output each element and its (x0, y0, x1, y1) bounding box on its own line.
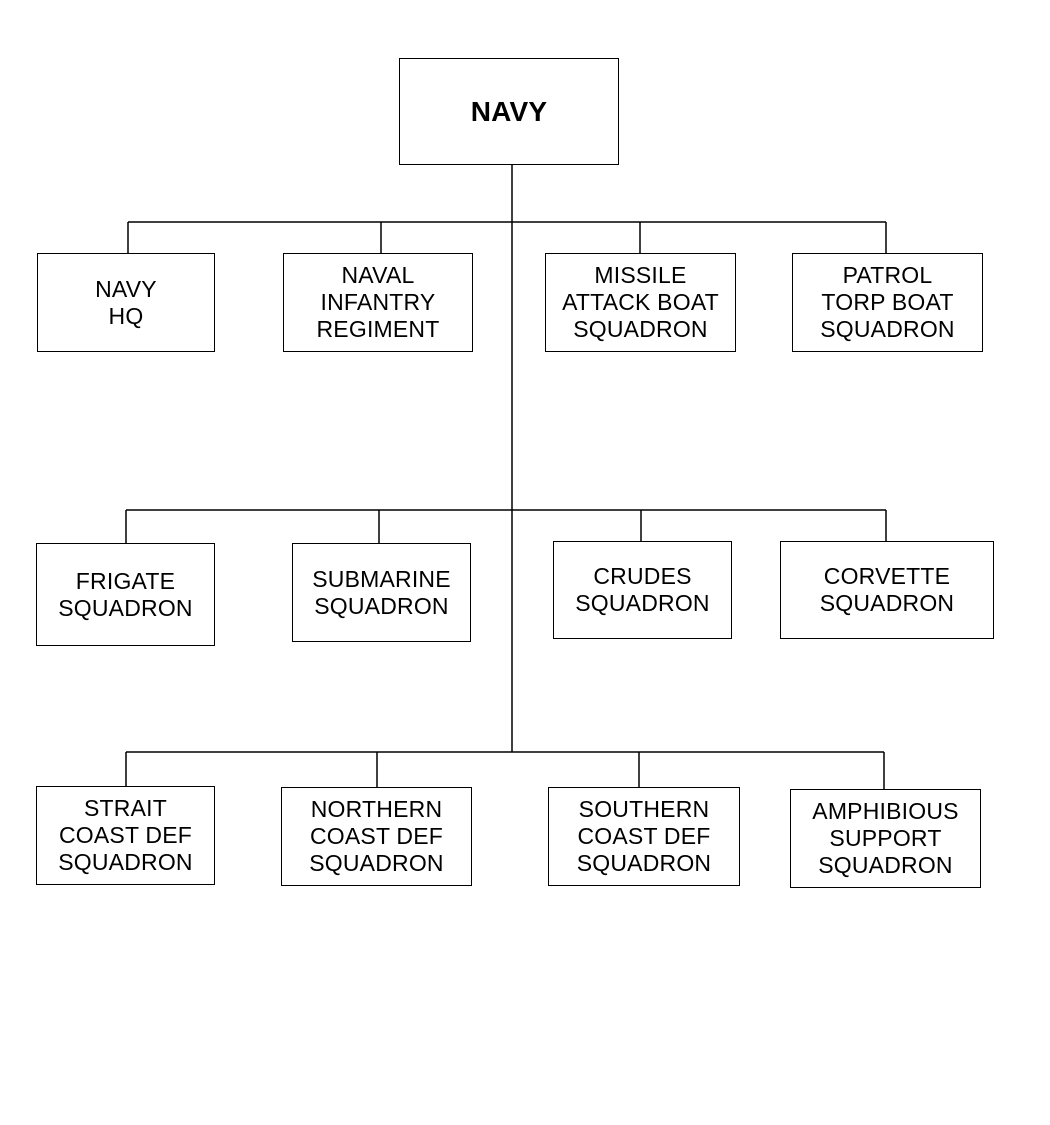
amphibious-support-squadron-box: AMPHIBIOUS SUPPORT SQUADRON (790, 789, 981, 888)
northern-coast-def-squadron-box: NORTHERN COAST DEF SQUADRON (281, 787, 472, 886)
crudes-squadron-box: CRUDES SQUADRON (553, 541, 732, 639)
patrol-torp-boat-squadron-box: PATROL TORP BOAT SQUADRON (792, 253, 983, 352)
frigate-squadron-box: FRIGATE SQUADRON (36, 543, 215, 646)
navy-root-box: NAVY (399, 58, 619, 165)
submarine-squadron-box: SUBMARINE SQUADRON (292, 543, 471, 642)
missile-attack-boat-squadron-box: MISSILE ATTACK BOAT SQUADRON (545, 253, 736, 352)
naval-infantry-regiment-box: NAVAL INFANTRY REGIMENT (283, 253, 473, 352)
strait-coast-def-squadron-box: STRAIT COAST DEF SQUADRON (36, 786, 215, 885)
corvette-squadron-box: CORVETTE SQUADRON (780, 541, 994, 639)
navy-hq-box: NAVY HQ (37, 253, 215, 352)
southern-coast-def-squadron-box: SOUTHERN COAST DEF SQUADRON (548, 787, 740, 886)
